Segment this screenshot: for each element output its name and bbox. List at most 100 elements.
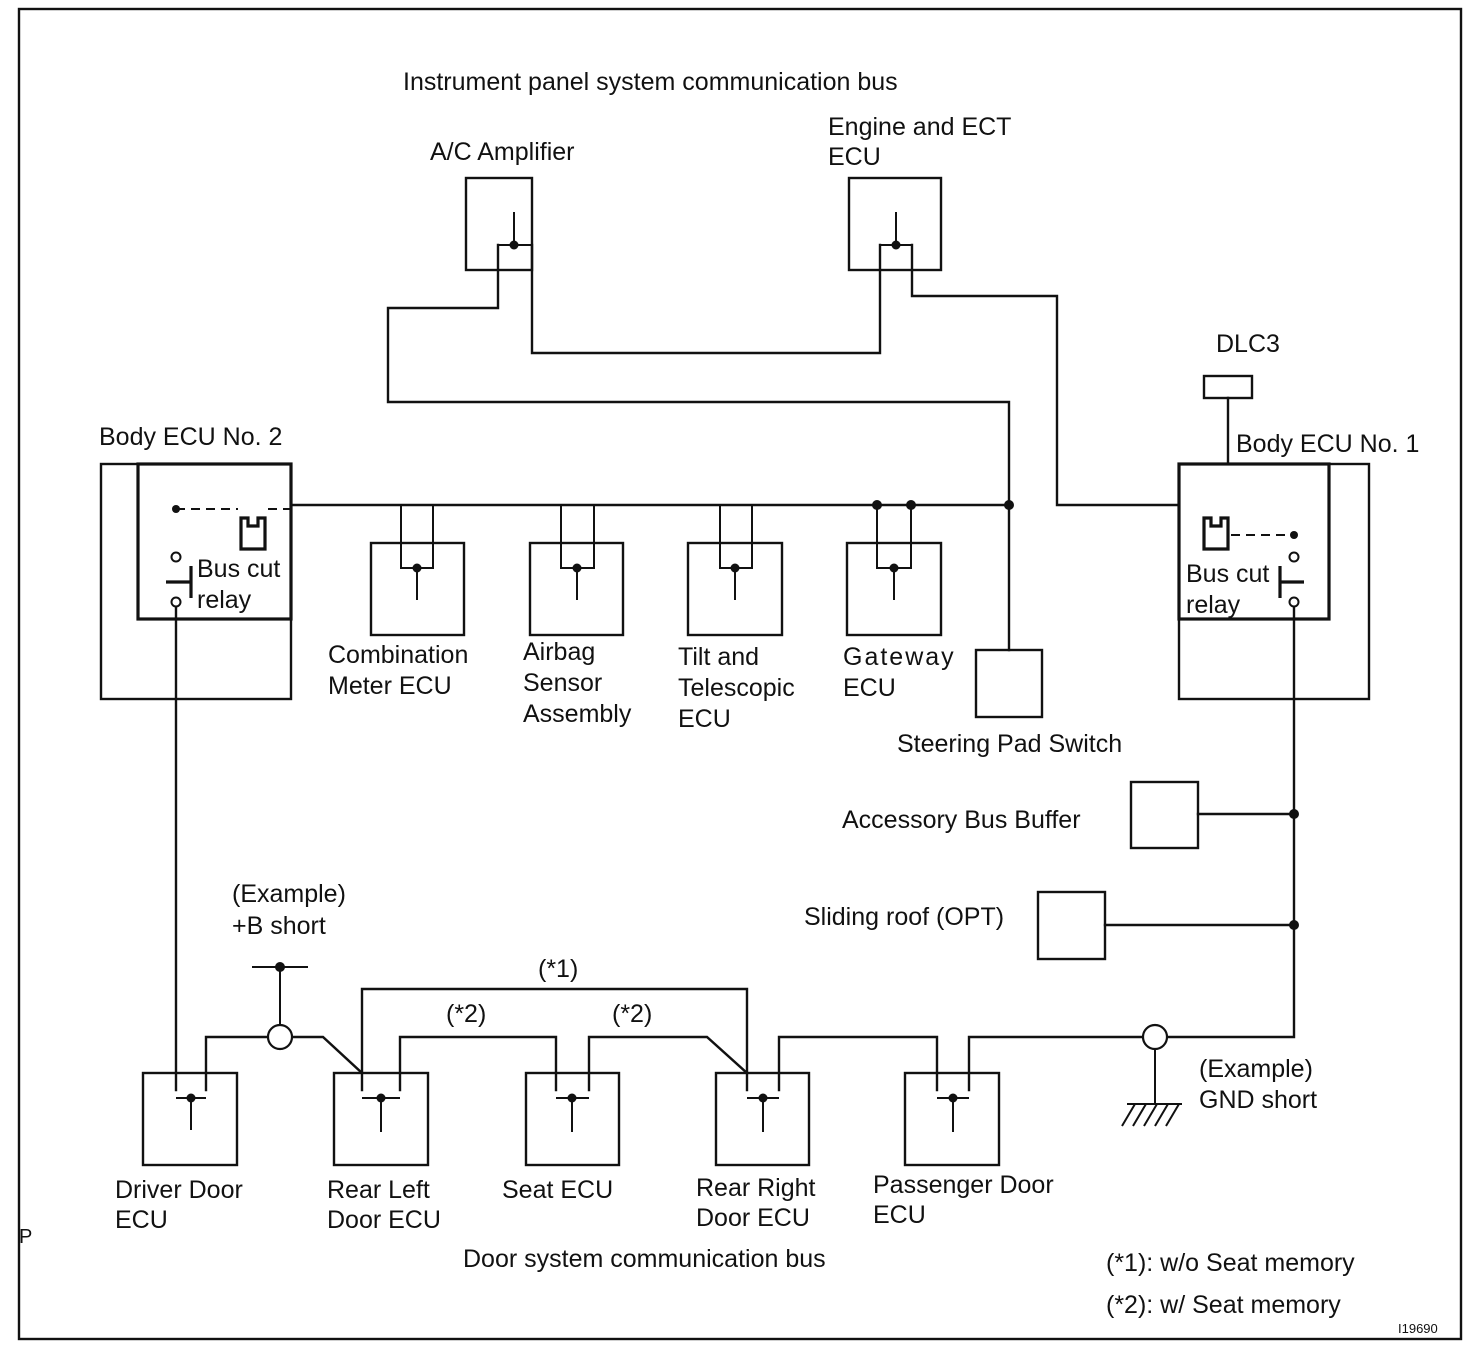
airbag-sensor-label-2: Sensor <box>523 669 602 697</box>
combination-meter-label-1: Combination <box>328 641 468 669</box>
b-short-terminal-node <box>275 962 285 972</box>
airbag-sensor-assembly: Airbag Sensor Assembly <box>523 505 632 728</box>
door-bus-wire-right <box>777 1035 1157 1092</box>
seat-ecu-stub <box>556 1097 589 1132</box>
diagram-frame <box>17 7 1463 1341</box>
legend-note-2: (*2): w/ Seat memory <box>1106 1291 1341 1319</box>
ac-amplifier-label: A/C Amplifier <box>430 138 574 166</box>
relay2-dashed-dot <box>172 505 180 513</box>
gateway-junction-right <box>906 500 916 510</box>
relay2-label-1: Bus cut <box>197 555 280 583</box>
tilt-telescopic-node <box>730 563 740 573</box>
body-ecu-no1-label: Body ECU No. 1 <box>1236 430 1419 458</box>
steering-pad-box <box>974 648 1044 719</box>
seat-ecu-box <box>524 1071 621 1167</box>
relay2-switch-bar <box>166 566 193 598</box>
b-short-marker-ring <box>266 1023 294 1051</box>
engine-ect-label-2: ECU <box>828 143 881 171</box>
passenger-door-label-2: ECU <box>873 1201 926 1229</box>
driver-door-stub <box>176 1097 206 1130</box>
rear-right-door-label-1: Rear Right <box>696 1174 816 1202</box>
b-short-label-2: +B short <box>232 912 326 940</box>
gateway-box <box>845 541 943 637</box>
combination-meter-node <box>412 563 422 573</box>
relay1-coil-icon <box>1202 516 1230 551</box>
gnd-short-example: (Example) GND short <box>1121 1023 1317 1127</box>
airbag-sensor-taps <box>560 505 595 600</box>
instrument-panel-bus-title: Instrument panel system communication bu… <box>403 68 898 96</box>
combination-meter-box <box>369 541 466 637</box>
rear-right-door-stub <box>747 1097 779 1132</box>
passenger-door-ecu: Passenger Door ECU <box>873 1071 1054 1229</box>
seat-ecu-node <box>567 1093 577 1103</box>
sliding-roof: Sliding roof (OPT) <box>804 890 1299 961</box>
tilt-telescopic-label-1: Tilt and <box>678 643 759 671</box>
tilt-telescopic-box <box>686 541 784 637</box>
engine-ect-ecu: Engine and ECT ECU <box>828 113 1011 272</box>
relay1-dashed-dot <box>1290 531 1298 539</box>
steering-pad-switch: Steering Pad Switch <box>897 648 1122 758</box>
accessory-bus-buffer-junction <box>1289 809 1299 819</box>
rear-right-door-box <box>714 1071 811 1167</box>
gateway-junction-left <box>872 500 882 510</box>
engine-ect-box <box>847 176 943 272</box>
ac-amplifier: A/C Amplifier <box>430 138 574 272</box>
gnd-short-marker-ring <box>1141 1023 1169 1051</box>
door-bus-wire-no-seat-memory <box>360 987 749 1092</box>
sliding-roof-box <box>1036 890 1107 961</box>
dlc3-label: DLC3 <box>1216 330 1280 358</box>
gateway-label-2: ECU <box>843 674 896 702</box>
ipbus-wire-a <box>386 243 1011 652</box>
ipbus-wire-b <box>530 243 882 355</box>
relay1-contact-bottom <box>1288 596 1300 608</box>
passenger-door-box <box>903 1071 1001 1167</box>
combination-meter-ecu: Combination Meter ECU <box>328 505 468 700</box>
engine-ect-node <box>891 240 901 250</box>
tilt-telescopic-taps <box>719 505 753 600</box>
body-ecu-no1-inner <box>1177 462 1331 621</box>
rear-right-door-node <box>758 1093 768 1103</box>
rear-right-door-label-2: Door ECU <box>696 1204 810 1232</box>
junction-bus-steering <box>1004 500 1014 510</box>
combination-meter-label-2: Meter ECU <box>328 672 452 700</box>
airbag-sensor-label-3: Assembly <box>523 700 632 728</box>
legend-note-1: (*1): w/o Seat memory <box>1106 1249 1355 1277</box>
gnd-short-label-1: (Example) <box>1199 1055 1313 1083</box>
accessory-bus-buffer: Accessory Bus Buffer <box>842 780 1299 850</box>
b-short-label-1: (Example) <box>232 880 346 908</box>
sliding-roof-junction <box>1289 920 1299 930</box>
rear-left-door-label-2: Door ECU <box>327 1206 441 1234</box>
rear-left-door-box <box>332 1071 430 1167</box>
ac-amplifier-node <box>509 240 519 250</box>
relay1-label-2: relay <box>1186 591 1241 619</box>
relay2-contact-top <box>170 551 182 563</box>
seat-memory-mark-2b: (*2) <box>612 1000 652 1028</box>
driver-door-label-2: ECU <box>115 1206 168 1234</box>
relay1-label-1: Bus cut <box>1186 560 1269 588</box>
figure-id: I19690 <box>1398 1321 1438 1336</box>
corner-mark: P <box>19 1226 32 1248</box>
body-ecu-no2-inner <box>136 462 293 621</box>
engine-ect-stub <box>880 212 912 246</box>
ground-symbol-icon <box>1121 1049 1182 1127</box>
seat-ecu-label: Seat ECU <box>502 1176 613 1204</box>
gateway-node <box>889 563 899 573</box>
relay2-coil-icon <box>239 516 267 551</box>
seat-ecu: Seat ECU <box>502 1071 621 1204</box>
gateway-label-1: Gateway <box>843 643 956 671</box>
accessory-bus-buffer-box <box>1129 780 1200 850</box>
airbag-sensor-node <box>572 563 582 573</box>
gateway-taps <box>876 505 912 600</box>
b-short-terminal <box>252 966 308 1024</box>
tilt-telescopic-ecu: Tilt and Telescopic ECU <box>678 505 795 733</box>
gnd-short-label-2: GND short <box>1199 1086 1317 1114</box>
relay1-contact-top <box>1288 551 1300 563</box>
body-ecu-no1-door-wire <box>1153 605 1296 1039</box>
airbag-sensor-label-1: Airbag <box>523 638 595 666</box>
dlc3: DLC3 <box>1202 330 1280 466</box>
body-ecu-no2-label: Body ECU No. 2 <box>99 423 282 451</box>
tilt-telescopic-label-3: ECU <box>678 705 731 733</box>
dlc3-connector <box>1202 374 1254 400</box>
relay2-contact-bottom <box>170 596 182 608</box>
